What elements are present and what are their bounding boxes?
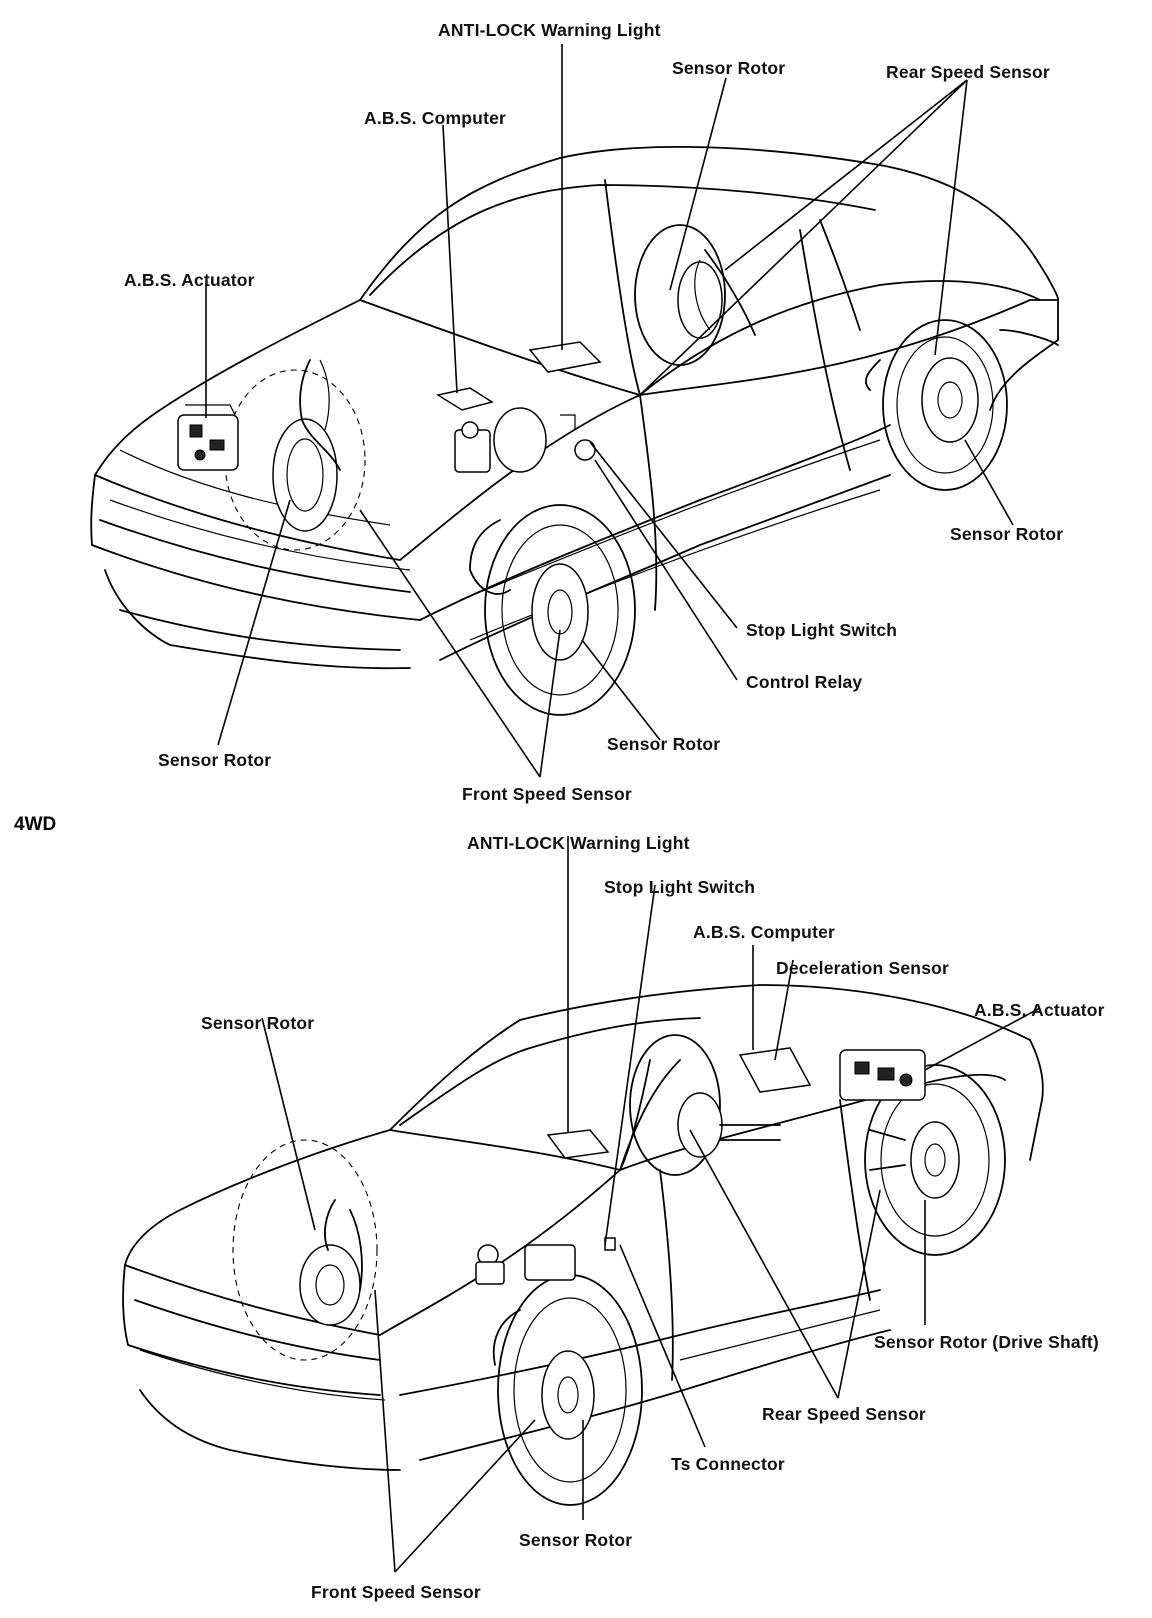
label-sensor-rotor-front-left-top: Sensor Rotor	[158, 750, 272, 770]
label-abs-actuator-bottom: A.B.S. Actuator	[974, 1000, 1105, 1020]
top-warning-light-unit	[528, 341, 602, 373]
label-abs-actuator-top: A.B.S. Actuator	[124, 270, 255, 290]
top-front-left-wheel	[224, 359, 366, 551]
top-front-right-wheel	[469, 504, 636, 716]
label-ts-connector-bottom: Ts Connector	[671, 1454, 785, 1474]
label-sensor-rotor-right-top: Sensor Rotor	[950, 524, 1064, 544]
label-sensor-rotor-bottom: Sensor Rotor	[519, 1530, 633, 1550]
top-rear-wheel	[865, 319, 1008, 491]
label-sensor-rotor-drive-shaft-bottom: Sensor Rotor (Drive Shaft)	[874, 1332, 1099, 1352]
top-abs-actuator	[177, 404, 239, 471]
bottom-car-body	[122, 984, 1044, 1471]
top-brake-booster	[454, 407, 596, 473]
label-anti-lock-warning-light-top: ANTI-LOCK Warning Light	[438, 20, 661, 40]
label-sensor-rotor-rear-top: Sensor Rotor	[672, 58, 786, 78]
section-4wd-heading: 4WD	[14, 814, 57, 835]
bottom-leader-lines	[261, 836, 1041, 1573]
label-deceleration-sensor-bottom: Deceleration Sensor	[776, 958, 950, 978]
label-rear-speed-sensor-top: Rear Speed Sensor	[886, 62, 1050, 82]
bottom-front-left-wheel	[232, 1139, 378, 1361]
bottom-engine-parts	[475, 1237, 616, 1285]
label-front-speed-sensor-bottom: Front Speed Sensor	[311, 1582, 481, 1602]
bottom-front-right-wheel	[492, 1274, 643, 1506]
label-anti-lock-warning-light-bottom: ANTI-LOCK Warning Light	[467, 833, 690, 853]
bottom-abs-computer	[738, 1047, 812, 1093]
label-abs-computer-bottom: A.B.S. Computer	[693, 922, 836, 942]
bottom-rear-left-wheel	[629, 1034, 781, 1176]
top-abs-computer	[436, 387, 494, 411]
label-sensor-rotor-left-bottom: Sensor Rotor	[201, 1013, 315, 1033]
label-front-speed-sensor-top: Front Speed Sensor	[462, 784, 632, 804]
top-leader-lines	[205, 44, 1014, 778]
top-rear-left-wheel	[634, 224, 756, 366]
label-rear-speed-sensor-bottom: Rear Speed Sensor	[762, 1404, 926, 1424]
label-abs-computer-top: A.B.S. Computer	[364, 108, 507, 128]
top-car-body	[90, 146, 1060, 670]
label-stop-light-switch-bottom: Stop Light Switch	[604, 877, 756, 897]
bottom-abs-actuator	[839, 1049, 926, 1101]
label-stop-light-switch-top: Stop Light Switch	[746, 620, 898, 640]
label-sensor-rotor-front-right-top: Sensor Rotor	[607, 734, 721, 754]
bottom-warning-light-unit	[546, 1129, 610, 1159]
label-control-relay-top: Control Relay	[746, 672, 863, 692]
